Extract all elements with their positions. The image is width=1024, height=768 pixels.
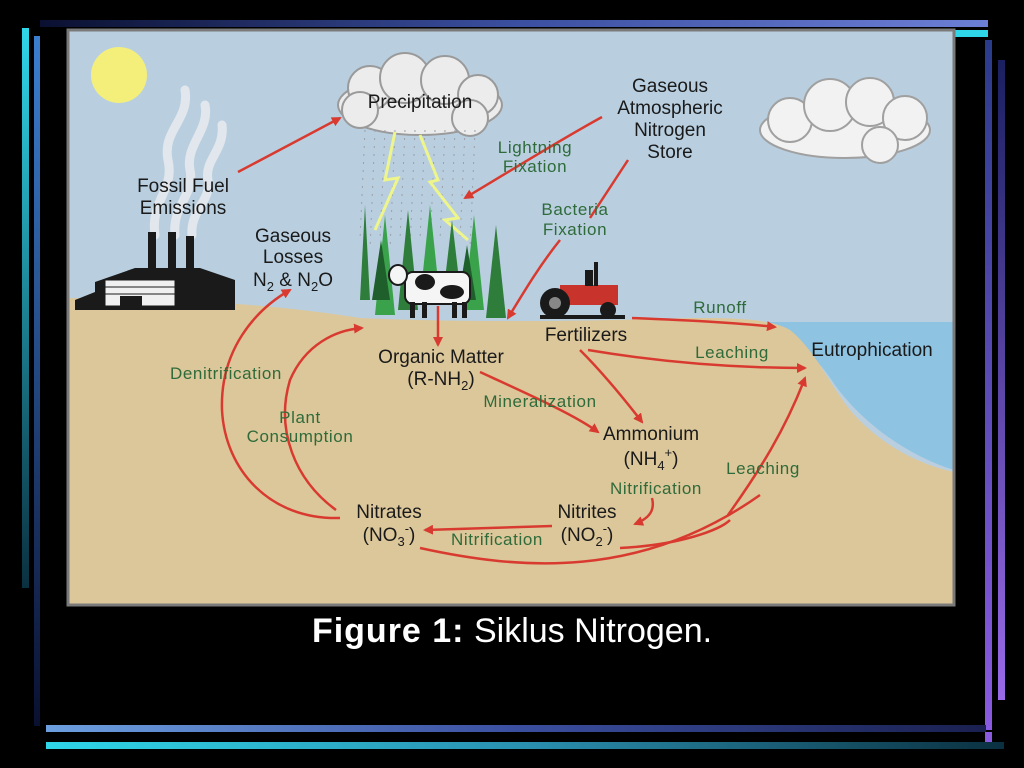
precipitation-cloud-icon (337, 52, 503, 137)
arrow-denitrification (220, 288, 341, 520)
label-nitrates: Nitrates (NO3-) (356, 502, 421, 549)
svg-text:Fixation: Fixation (543, 220, 607, 239)
svg-text:(R-NH2): (R-NH2) (407, 369, 474, 393)
svg-text:Nitrogen: Nitrogen (634, 120, 706, 141)
label-nitrification-upper: Nitrification (610, 479, 702, 498)
arrow-store-to-bacteria (588, 159, 630, 219)
label-leaching-top: Leaching (695, 343, 769, 362)
figure-caption: Figure 1: Siklus Nitrogen. (0, 612, 1024, 651)
svg-text:Bacteria: Bacteria (541, 200, 608, 219)
label-lightning-fixation: Lightning Fixation (498, 138, 572, 176)
label-gaseous-store: Gaseous Atmospheric Nitrogen Store (617, 76, 723, 163)
arrow-plant-consumption (283, 323, 364, 512)
panel-border (66, 28, 956, 607)
svg-text:Plant: Plant (279, 408, 321, 427)
arrow-leaching-top (587, 348, 807, 373)
border-bar-bottom-cyan (46, 742, 1004, 749)
label-ammonium: Ammonium (NH4+) (603, 424, 699, 473)
arrow-ammonium-to-nitrites (633, 497, 654, 526)
arrow-fertilizer-to-ammonium (579, 349, 644, 424)
svg-text:Fixation: Fixation (503, 157, 567, 176)
tractor-icon (540, 262, 625, 319)
label-leaching-right: Leaching (726, 459, 800, 478)
svg-text:Ammonium: Ammonium (603, 424, 699, 445)
sun-icon (91, 47, 147, 103)
label-denitrification: Denitrification (170, 364, 282, 383)
arrow-bacteria-to-soil (506, 239, 561, 320)
svg-text:Store: Store (647, 142, 692, 163)
label-organic-matter: Organic Matter (R-NH2) (378, 347, 504, 393)
svg-text:Lightning: Lightning (498, 138, 572, 157)
label-nitrification-lower: Nitrification (451, 530, 543, 549)
svg-text:Emissions: Emissions (140, 198, 227, 219)
label-precipitation: Precipitation (368, 92, 473, 113)
svg-text:Nitrates: Nitrates (356, 502, 421, 523)
cloud-icon (759, 77, 931, 164)
svg-text:Nitrites: Nitrites (557, 502, 616, 523)
arrow-nitrites-to-nitrates (423, 524, 553, 535)
svg-text:Consumption: Consumption (247, 427, 354, 446)
border-bar-top (40, 20, 988, 27)
arrow-organic-to-ammonium (479, 370, 600, 434)
label-fertilizers: Fertilizers (545, 325, 627, 346)
border-bar-right-purple (998, 60, 1005, 700)
soil (68, 298, 954, 605)
factory-icon (75, 232, 235, 310)
border-bar-top-cyan (955, 30, 988, 37)
label-plant-consumption: Plant Consumption (247, 408, 354, 446)
arrow-fossil-to-precipitation (237, 116, 342, 174)
svg-text:Gaseous: Gaseous (255, 226, 331, 247)
svg-text:Organic Matter: Organic Matter (378, 347, 504, 368)
svg-text:Losses: Losses (263, 247, 323, 268)
border-bar-right-blue (985, 40, 992, 730)
border-bar-bottom-blue (46, 725, 986, 732)
border-bar-left-cyan (22, 28, 29, 588)
label-gaseous-losses: Gaseous Losses N2 & N2O (253, 226, 333, 294)
arrow-runoff (631, 316, 777, 332)
svg-text:Fossil Fuel: Fossil Fuel (137, 176, 229, 197)
caption-text: Siklus Nitrogen. (464, 612, 713, 650)
svg-text:N2 & N2O: N2 & N2O (253, 270, 333, 294)
svg-text:Gaseous: Gaseous (632, 76, 708, 97)
cow-icon (388, 264, 471, 318)
arrow-nitrates-leaching (419, 493, 761, 565)
lightning-icon (373, 131, 469, 242)
label-eutrophication: Eutrophication (811, 340, 932, 361)
caption-prefix: Figure 1: (311, 612, 465, 650)
smoke-icon (149, 85, 227, 240)
arrow-nitrites-leaching (619, 519, 731, 550)
border-bar-left-blue (34, 36, 40, 726)
svg-text:Atmospheric: Atmospheric (617, 98, 723, 119)
arrow-store-to-lightning (463, 115, 603, 200)
svg-text:(NO2-): (NO2-) (561, 521, 614, 549)
arrow-leaching-right (726, 376, 807, 516)
water (760, 322, 954, 470)
label-bacteria-fixation: Bacteria Fixation (541, 200, 608, 239)
svg-text:(NO3-): (NO3-) (363, 521, 416, 549)
border-bar-corner (985, 732, 992, 742)
svg-text:(NH4+): (NH4+) (624, 445, 679, 473)
label-runoff: Runoff (693, 298, 746, 317)
label-nitrites: Nitrites (NO2-) (557, 502, 616, 549)
arrows (220, 115, 807, 565)
label-fossil-fuel: Fossil Fuel Emissions (137, 176, 229, 219)
label-mineralization: Mineralization (483, 392, 596, 411)
